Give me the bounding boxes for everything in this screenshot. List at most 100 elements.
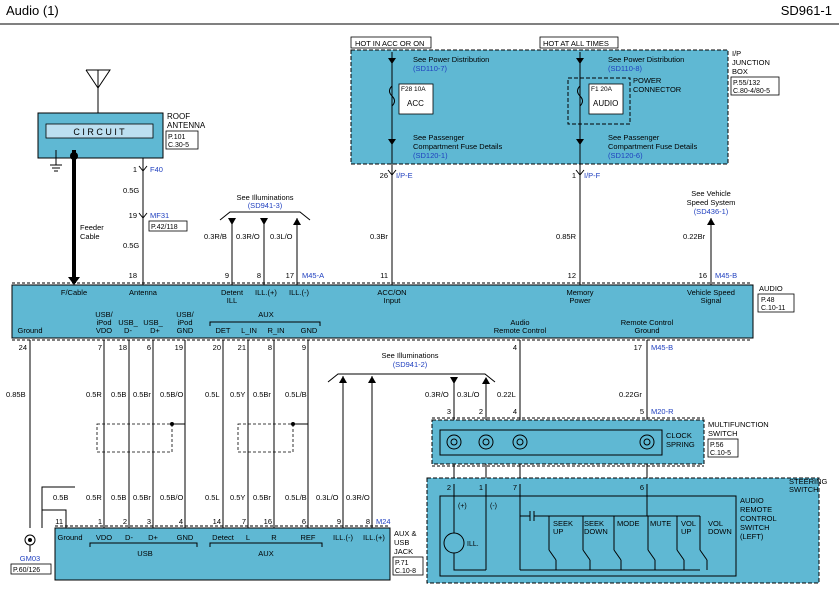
svg-text:Ground: Ground: [57, 533, 82, 542]
svg-text:0.5B/O: 0.5B/O: [160, 390, 184, 399]
svg-text:P.42/118: P.42/118: [151, 224, 178, 231]
svg-text:D-: D-: [124, 326, 132, 335]
svg-text:7: 7: [242, 517, 246, 526]
svg-text:1: 1: [98, 517, 102, 526]
diagram-code: SD961-1: [781, 3, 832, 18]
svg-text:GND: GND: [177, 326, 194, 335]
svg-text:See Vehicle: See Vehicle: [691, 189, 731, 198]
svg-text:Detent: Detent: [221, 288, 244, 297]
svg-text:I/P-E: I/P-E: [396, 171, 413, 180]
svg-text:0.3L/O: 0.3L/O: [270, 232, 293, 241]
svg-text:Compartment Fuse Details: Compartment Fuse Details: [608, 142, 697, 151]
svg-text:P.56: P.56: [710, 442, 724, 449]
svg-text:0.5B: 0.5B: [53, 493, 68, 502]
circuit-block: [45, 123, 154, 139]
svg-text:AUX &: AUX &: [394, 529, 417, 538]
svg-text:SPRING: SPRING: [666, 440, 695, 449]
svg-text:Vehicle Speed: Vehicle Speed: [687, 288, 735, 297]
svg-text:M45-B: M45-B: [715, 271, 737, 280]
svg-text:D+: D+: [148, 533, 158, 542]
svg-text:24: 24: [19, 343, 27, 352]
antenna-wire: 1 F40 0.5G 19 MF31 P.42/118 0.5G 18: [123, 158, 188, 285]
svg-text:0.5Br: 0.5Br: [133, 390, 151, 399]
svg-text:ILL.(-): ILL.(-): [289, 288, 310, 297]
multifunction-switch: MULTIFUNCTION SWITCH CLOCK SPRING P.56 C…: [431, 417, 769, 484]
svg-text:Cable: Cable: [80, 232, 100, 241]
svg-text:VOL: VOL: [708, 519, 723, 528]
svg-text:26: 26: [380, 171, 388, 180]
svg-text:0.22L: 0.22L: [497, 390, 516, 399]
svg-text:7: 7: [513, 483, 517, 492]
svg-text:P.48: P.48: [761, 297, 775, 304]
svg-text:MULTIFUNCTION: MULTIFUNCTION: [708, 420, 769, 429]
svg-text:ANTENNA: ANTENNA: [167, 121, 206, 130]
svg-text:UP: UP: [553, 527, 563, 536]
svg-text:(SD110-8): (SD110-8): [608, 64, 643, 73]
svg-text:P.55/132: P.55/132: [733, 80, 760, 87]
svg-text:(-): (-): [490, 503, 497, 510]
svg-text:0.5L: 0.5L: [205, 390, 220, 399]
svg-text:See Illuminations: See Illuminations: [381, 351, 438, 360]
svg-text:iPod: iPod: [96, 318, 111, 327]
svg-text:0.5B: 0.5B: [111, 390, 126, 399]
acc-hot-wires: 26 I/P-E 0.3Br 11 1 I/P-F 0.85R 12: [370, 164, 601, 285]
svg-text:P.60/126: P.60/126: [13, 567, 40, 574]
svg-text:C.30-5: C.30-5: [168, 142, 189, 149]
antenna-name: ROOF: [167, 112, 190, 121]
svg-text:L_IN: L_IN: [241, 326, 257, 335]
svg-text:L: L: [246, 533, 250, 542]
svg-text:SEEK: SEEK: [553, 519, 573, 528]
svg-text:P.101: P.101: [168, 134, 185, 141]
lower-wiring: 24 7 18 6 19 20 21 8 9 4 17 M45-B 0.85B …: [6, 340, 673, 528]
ip-junction-box: HOT IN ACC OR ON HOT AT ALL TIMES I/P JU…: [350, 36, 780, 176]
svg-text:CLOCK: CLOCK: [666, 431, 692, 440]
svg-text:9: 9: [225, 271, 229, 280]
svg-text:ILL.(+): ILL.(+): [255, 288, 277, 297]
svg-text:AUDIO: AUDIO: [740, 496, 764, 505]
svg-text:16: 16: [264, 517, 272, 526]
svg-text:0.5Y: 0.5Y: [230, 390, 245, 399]
svg-text:ACC: ACC: [407, 99, 424, 108]
svg-text:18: 18: [129, 271, 137, 280]
svg-text:MUTE: MUTE: [650, 519, 671, 528]
svg-text:0.3L/O: 0.3L/O: [316, 493, 339, 502]
svg-text:Detect: Detect: [212, 533, 235, 542]
svg-text:Memory: Memory: [566, 288, 593, 297]
illuminations-mid: See Illuminations (SD941-2) 0.3R/O 0.3L/…: [327, 340, 674, 528]
svg-text:0.5Br: 0.5Br: [253, 390, 271, 399]
svg-text:17: 17: [634, 343, 642, 352]
svg-text:MODE: MODE: [617, 519, 640, 528]
svg-text:C.10-5: C.10-5: [710, 450, 731, 457]
svg-text:M20-R: M20-R: [651, 407, 674, 416]
svg-text:Ground: Ground: [634, 326, 659, 335]
svg-text:See Illuminations: See Illuminations: [236, 193, 293, 202]
svg-text:0.3R/O: 0.3R/O: [346, 493, 370, 502]
svg-text:ILL: ILL: [227, 296, 237, 305]
svg-text:SWITCH: SWITCH: [708, 429, 738, 438]
svg-text:M24: M24: [376, 517, 391, 526]
svg-text:GM03: GM03: [20, 554, 40, 563]
svg-text:VDO: VDO: [96, 533, 112, 542]
svg-text:VOL: VOL: [681, 519, 696, 528]
svg-text:2: 2: [479, 407, 483, 416]
svg-text:0.3R/B: 0.3R/B: [204, 232, 227, 241]
svg-text:C.80-4/80-5: C.80-4/80-5: [733, 88, 770, 95]
svg-text:R_IN: R_IN: [267, 326, 284, 335]
svg-text:D+: D+: [150, 326, 160, 335]
hot-in-acc-label: HOT IN ACC OR ON: [355, 39, 424, 48]
svg-text:ILL.: ILL.: [467, 541, 479, 548]
svg-text:19: 19: [175, 343, 183, 352]
svg-text:1: 1: [133, 165, 137, 174]
svg-text:Speed System: Speed System: [687, 198, 736, 207]
svg-text:8: 8: [268, 343, 272, 352]
remote-control-buttons: [548, 516, 708, 570]
svg-text:7: 7: [98, 343, 102, 352]
svg-text:See Power Distribution: See Power Distribution: [413, 55, 489, 64]
svg-text:3: 3: [447, 407, 451, 416]
aux-usb-jack: 11 1 2 3 4 14 7 16 6 9 8 M24 Ground VDO …: [54, 517, 424, 581]
svg-text:ILL.(+): ILL.(+): [363, 533, 385, 542]
svg-text:See Passenger: See Passenger: [608, 133, 660, 142]
svg-text:0.3L/O: 0.3L/O: [457, 390, 480, 399]
svg-text:Compartment Fuse Details: Compartment Fuse Details: [413, 142, 502, 151]
svg-text:Audio: Audio: [510, 318, 529, 327]
